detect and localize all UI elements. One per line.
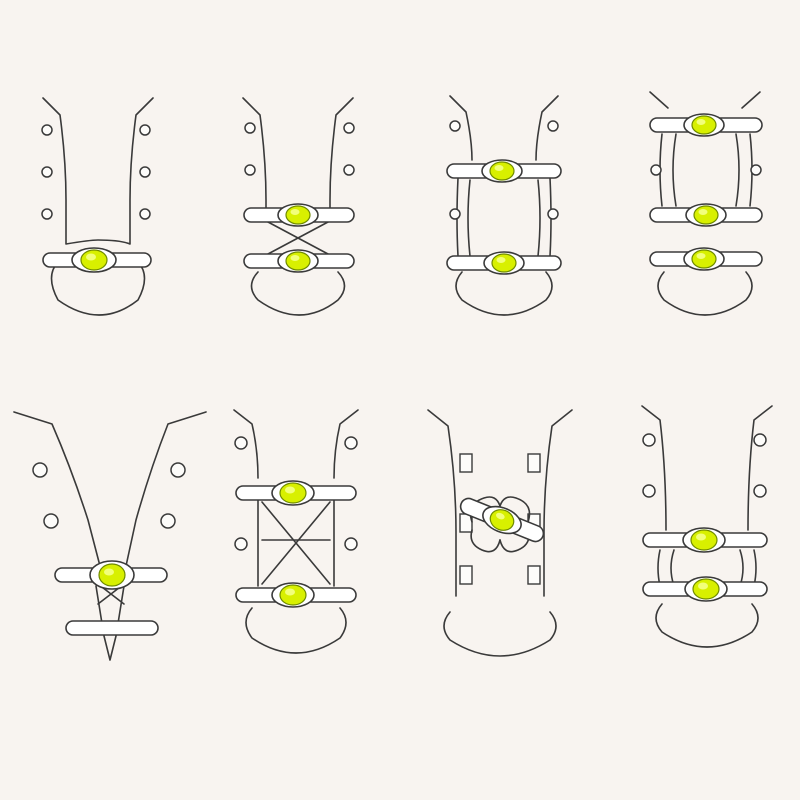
lace-bar: [65, 620, 159, 636]
eyelet: [750, 164, 762, 176]
shoe-outline: [13, 411, 207, 567]
eyelet: [41, 124, 53, 136]
lacing-style-4: [649, 91, 763, 316]
eyelet: [344, 537, 358, 551]
eyelet-tab: [459, 453, 473, 473]
lace-clip: [684, 576, 728, 602]
lace-clip: [683, 247, 725, 271]
lacing-style-8: [641, 405, 773, 648]
ladder-lace: [467, 179, 541, 257]
eyelet: [244, 164, 256, 176]
shoe-outline-bottom: [655, 603, 759, 648]
eyelet: [170, 462, 186, 478]
shoe-outline-bottom: [250, 271, 346, 316]
lace-clip: [483, 251, 525, 275]
eyelet: [234, 537, 248, 551]
shoe-outline-bottom: [657, 271, 753, 316]
shoe-outline-side: [456, 177, 552, 257]
lace-clip: [89, 560, 135, 590]
eyelet: [139, 124, 151, 136]
eyelet: [43, 513, 59, 529]
ladder-lace: [672, 133, 740, 207]
eyelet-tab: [459, 565, 473, 585]
lace-clip: [682, 527, 726, 553]
crossed-lace: [267, 221, 329, 255]
eyelet: [139, 166, 151, 178]
lace-clip: [271, 582, 315, 608]
eyelet: [547, 120, 559, 132]
eyelet: [753, 484, 767, 498]
lace-clip: [482, 505, 522, 535]
eyelet: [343, 164, 355, 176]
lacing-style-3: [446, 95, 562, 316]
eyelet: [41, 208, 53, 220]
lace-clip: [685, 203, 727, 227]
shoe-outline: [242, 97, 354, 219]
lace-clip: [481, 159, 523, 183]
lacing-style-2: [242, 97, 355, 316]
lacing-style-6: [233, 409, 359, 654]
eyelet: [32, 462, 48, 478]
lace-clip: [277, 249, 319, 273]
lacing-style-5: [13, 411, 207, 661]
shoe-outline: [42, 97, 154, 245]
lace-clip: [683, 113, 725, 137]
eyelet: [344, 436, 358, 450]
eyelet-tab: [527, 453, 541, 473]
lace-clip: [277, 203, 319, 227]
eyelet: [160, 513, 176, 529]
shoe-outline-bottom: [50, 261, 146, 316]
shoe-outline: [449, 95, 559, 161]
eyelet: [244, 122, 256, 134]
shoe-outline: [233, 409, 359, 479]
shoe-outline-bottom: [443, 611, 557, 657]
lacing-style-7: [427, 409, 573, 657]
shoe-outline: [649, 91, 761, 109]
eyelet: [449, 208, 461, 220]
eyelet: [642, 433, 656, 447]
eyelet: [547, 208, 559, 220]
tongue-outline: [95, 585, 125, 661]
shoe-outline: [641, 405, 773, 531]
shoe-outline-bottom: [455, 271, 553, 316]
lacing-style-1: [41, 97, 154, 316]
shoe-outline: [427, 409, 573, 597]
eyelet: [343, 122, 355, 134]
eyelet: [753, 433, 767, 447]
lace-clip: [271, 480, 315, 506]
lace-clip: [71, 247, 117, 273]
eyelet: [234, 436, 248, 450]
shoe-outline-bottom: [245, 607, 347, 654]
eyelet: [650, 164, 662, 176]
eyelet: [449, 120, 461, 132]
eyelet-tab: [527, 565, 541, 585]
shoe-outline-side: [257, 499, 335, 587]
crossed-lace: [261, 501, 331, 585]
eyelet: [41, 166, 53, 178]
eyelet: [139, 208, 151, 220]
eyelet: [642, 484, 656, 498]
